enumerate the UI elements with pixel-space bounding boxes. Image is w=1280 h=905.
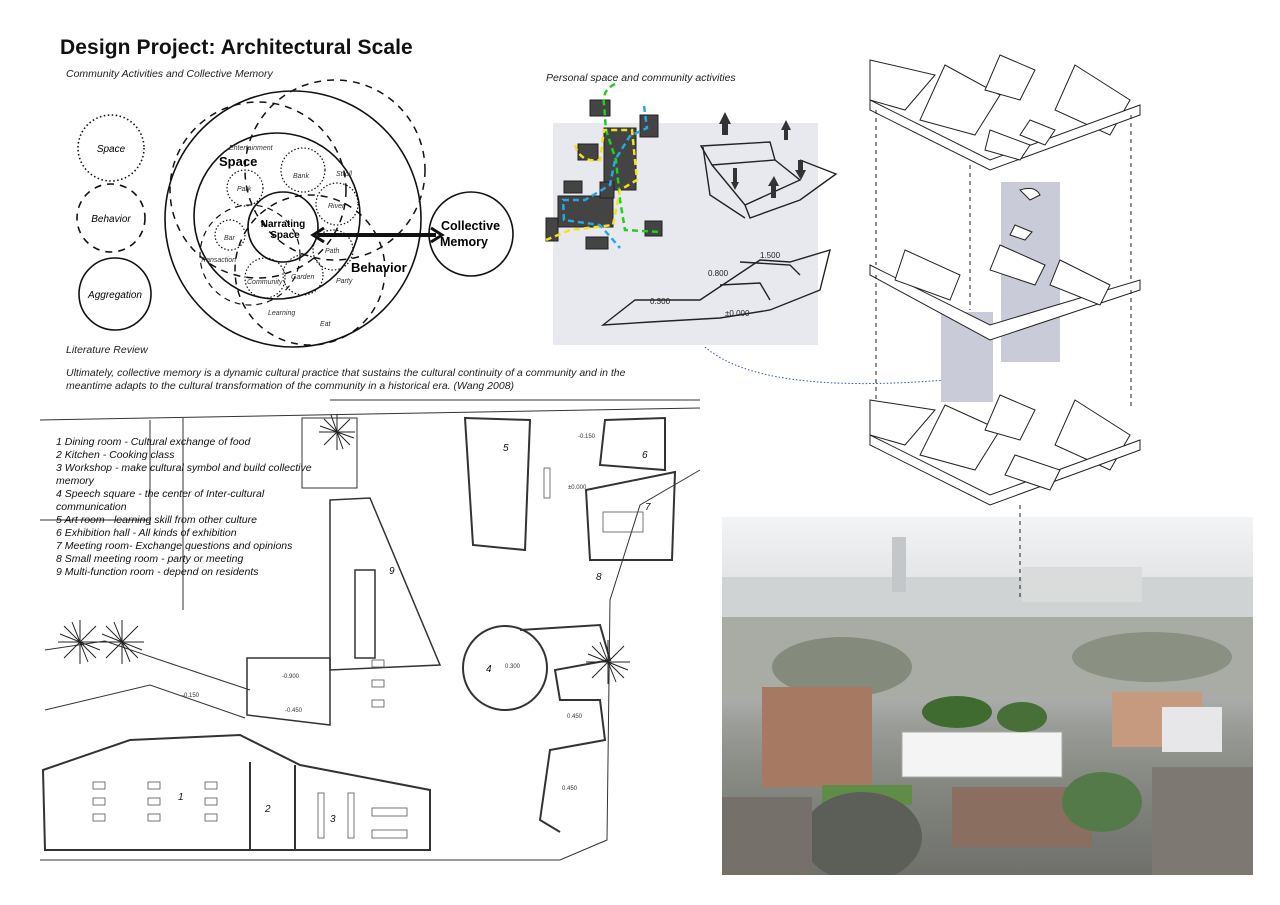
collective-memory-diagram: Space Behavior Narrating Space Collectiv… (164, 79, 514, 348)
plan-level-marks: -0.150 ±0.000 -0.900 -0.450 -0.150 0.300… (182, 434, 596, 792)
svg-text:9: 9 (389, 566, 395, 577)
room-legend-item: 1 Dining room - Cultural exchange of foo… (56, 436, 251, 448)
literature-review-label: Literature Review (66, 344, 148, 356)
svg-text:0.300: 0.300 (505, 664, 521, 670)
svg-text:Aggregation: Aggregation (87, 290, 142, 301)
svg-text:±0.000: ±0.000 (725, 309, 750, 318)
svg-text:-0.900: -0.900 (282, 674, 300, 680)
sketch-arrows (719, 112, 806, 198)
svg-text:Garden: Garden (291, 274, 314, 281)
svg-text:0.450: 0.450 (567, 714, 583, 720)
room-legend-item: 3 Workshop - make cultural symbol and bu… (56, 462, 312, 487)
floor-plan (39, 399, 701, 861)
svg-text:Entertainment: Entertainment (229, 145, 274, 152)
exploded-axonometric (869, 54, 1141, 600)
plan-furniture (92, 467, 644, 839)
svg-text:3: 3 (330, 814, 336, 825)
svg-text:Behavior: Behavior (91, 214, 131, 225)
svg-text:Park: Park (237, 186, 252, 193)
meeting-room-seats (602, 511, 644, 533)
legend-aggregation: Aggregation (78, 257, 152, 331)
svg-text:Space: Space (270, 230, 300, 241)
literature-quote: Ultimately, collective memory is a dynam… (66, 367, 626, 392)
svg-text:-0.450: -0.450 (285, 708, 303, 714)
svg-text:-0.150: -0.150 (182, 693, 200, 699)
plan-room-numbers: 1 2 3 4 5 6 7 8 9 (178, 443, 651, 825)
svg-text:6: 6 (642, 450, 648, 461)
svg-text:Collective: Collective (441, 219, 500, 233)
svg-text:Space: Space (219, 154, 257, 169)
svg-text:Community: Community (247, 279, 283, 286)
sketch-section-volumes (600, 141, 838, 326)
svg-text:Learning: Learning (268, 310, 295, 317)
room-legend-item: 4 Speech square - the center of Inter-cu… (56, 488, 265, 513)
svg-text:2: 2 (264, 804, 271, 815)
room-legend-item: 2 Kitchen - Cooking class (56, 449, 175, 461)
svg-text:Narrating: Narrating (261, 219, 305, 230)
svg-text:0.800: 0.800 (708, 269, 729, 278)
svg-text:1.500: 1.500 (760, 251, 781, 260)
room-legend-item: 6 Exhibition hall - All kinds of exhibit… (56, 527, 237, 539)
svg-text:Party: Party (336, 278, 353, 285)
svg-text:-0.150: -0.150 (578, 434, 596, 440)
svg-text:0.300: 0.300 (650, 297, 671, 306)
svg-text:1: 1 (178, 792, 184, 803)
plan-trees (58, 414, 630, 684)
section-subtitle-community: Community Activities and Collective Memo… (66, 68, 273, 80)
svg-text:Stroll: Stroll (336, 171, 352, 178)
svg-text:7: 7 (645, 502, 651, 513)
svg-text:4: 4 (486, 664, 492, 675)
room-legend-list: 1 Dining room - Cultural exchange of foo… (56, 436, 326, 579)
svg-text:River: River (328, 203, 345, 210)
page-title: Design Project: Architectural Scale (60, 36, 413, 59)
svg-text:5: 5 (503, 443, 509, 454)
section-subtitle-personal-space: Personal space and community activities (546, 72, 736, 84)
svg-text:Eat: Eat (320, 321, 332, 328)
photo-buildings (722, 537, 1253, 875)
legend-space: Space (77, 114, 145, 182)
svg-text:Behavior: Behavior (351, 260, 407, 275)
svg-text:Path: Path (325, 248, 340, 255)
svg-text:±0.000: ±0.000 (568, 485, 587, 491)
svg-text:0.450: 0.450 (562, 786, 578, 792)
svg-text:Memory: Memory (440, 235, 488, 249)
room-legend-item: 7 Meeting room- Exchange questions and o… (56, 540, 293, 552)
room-legend-item: 9 Multi-function room - depend on reside… (56, 566, 259, 578)
svg-text:Transaction: Transaction (200, 257, 236, 264)
svg-text:8: 8 (596, 572, 602, 583)
legend-behavior: Behavior (76, 183, 146, 253)
svg-text:Bar: Bar (224, 235, 236, 242)
site-aerial-photo (722, 517, 1253, 875)
svg-text:Space: Space (97, 144, 126, 155)
personal-space-sketch-panel: 1.500 0.800 0.300 ±0.000 (545, 82, 946, 385)
room-legend-item: 8 Small meeting room - party or meeting (56, 553, 244, 565)
svg-text:Bank: Bank (293, 173, 309, 180)
room-legend-item: 5 Art room - learning skill from other c… (56, 514, 257, 526)
